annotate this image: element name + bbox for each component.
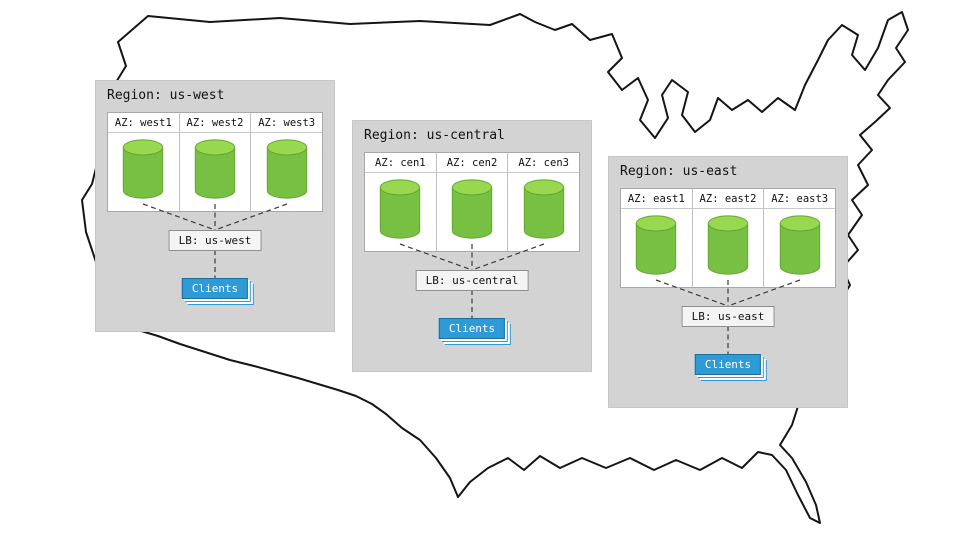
load-balancer-box: LB: us-east [681, 306, 775, 327]
database-cylinder-icon [451, 179, 493, 239]
az-header: AZ: east2 [692, 189, 764, 209]
az-panel: AZ: cen1 AZ: cen2 AZ: cen3 [364, 152, 580, 252]
az-header: AZ: east3 [764, 189, 836, 209]
az-header: AZ: cen2 [436, 153, 508, 173]
az-column: AZ: east1 [621, 189, 693, 287]
database-cylinder-icon [380, 179, 421, 239]
region-title: Region: us-west [107, 88, 225, 103]
region-us-east: Region: us-east AZ: east1 AZ: east2 AZ: … [608, 156, 848, 408]
load-balancer-box: LB: us-central [415, 270, 529, 291]
az-column: AZ: east2 [692, 189, 765, 287]
az-column: AZ: cen3 [508, 153, 580, 251]
az-column: AZ: cen2 [436, 153, 509, 251]
database-cylinder-icon [123, 139, 164, 199]
az-column: AZ: west1 [108, 113, 180, 211]
region-us-central: Region: us-central AZ: cen1 AZ: cen2 AZ:… [352, 120, 592, 372]
az-header: AZ: east1 [621, 189, 692, 209]
load-balancer-box: LB: us-west [168, 230, 262, 251]
az-column: AZ: east3 [764, 189, 836, 287]
region-title: Region: us-central [364, 128, 505, 143]
az-header: AZ: west3 [251, 113, 323, 133]
az-header: AZ: cen3 [508, 153, 580, 173]
az-column: AZ: west3 [251, 113, 323, 211]
az-header: AZ: west2 [179, 113, 251, 133]
az-header: AZ: west1 [108, 113, 179, 133]
region-us-west: Region: us-west AZ: west1 AZ: west2 AZ: … [95, 80, 335, 332]
database-cylinder-icon [523, 179, 564, 239]
database-cylinder-icon [707, 215, 749, 275]
az-column: AZ: cen1 [365, 153, 437, 251]
clients-box: Clients [438, 318, 506, 339]
database-cylinder-icon [779, 215, 820, 275]
az-panel: AZ: east1 AZ: east2 AZ: east3 [620, 188, 836, 288]
database-cylinder-icon [636, 215, 677, 275]
az-panel: AZ: west1 AZ: west2 AZ: west3 [107, 112, 323, 212]
database-cylinder-icon [194, 139, 236, 199]
clients-box: Clients [181, 278, 249, 299]
region-title: Region: us-east [620, 164, 738, 179]
database-cylinder-icon [266, 139, 307, 199]
az-header: AZ: cen1 [365, 153, 436, 173]
clients-box: Clients [694, 354, 762, 375]
az-column: AZ: west2 [179, 113, 252, 211]
